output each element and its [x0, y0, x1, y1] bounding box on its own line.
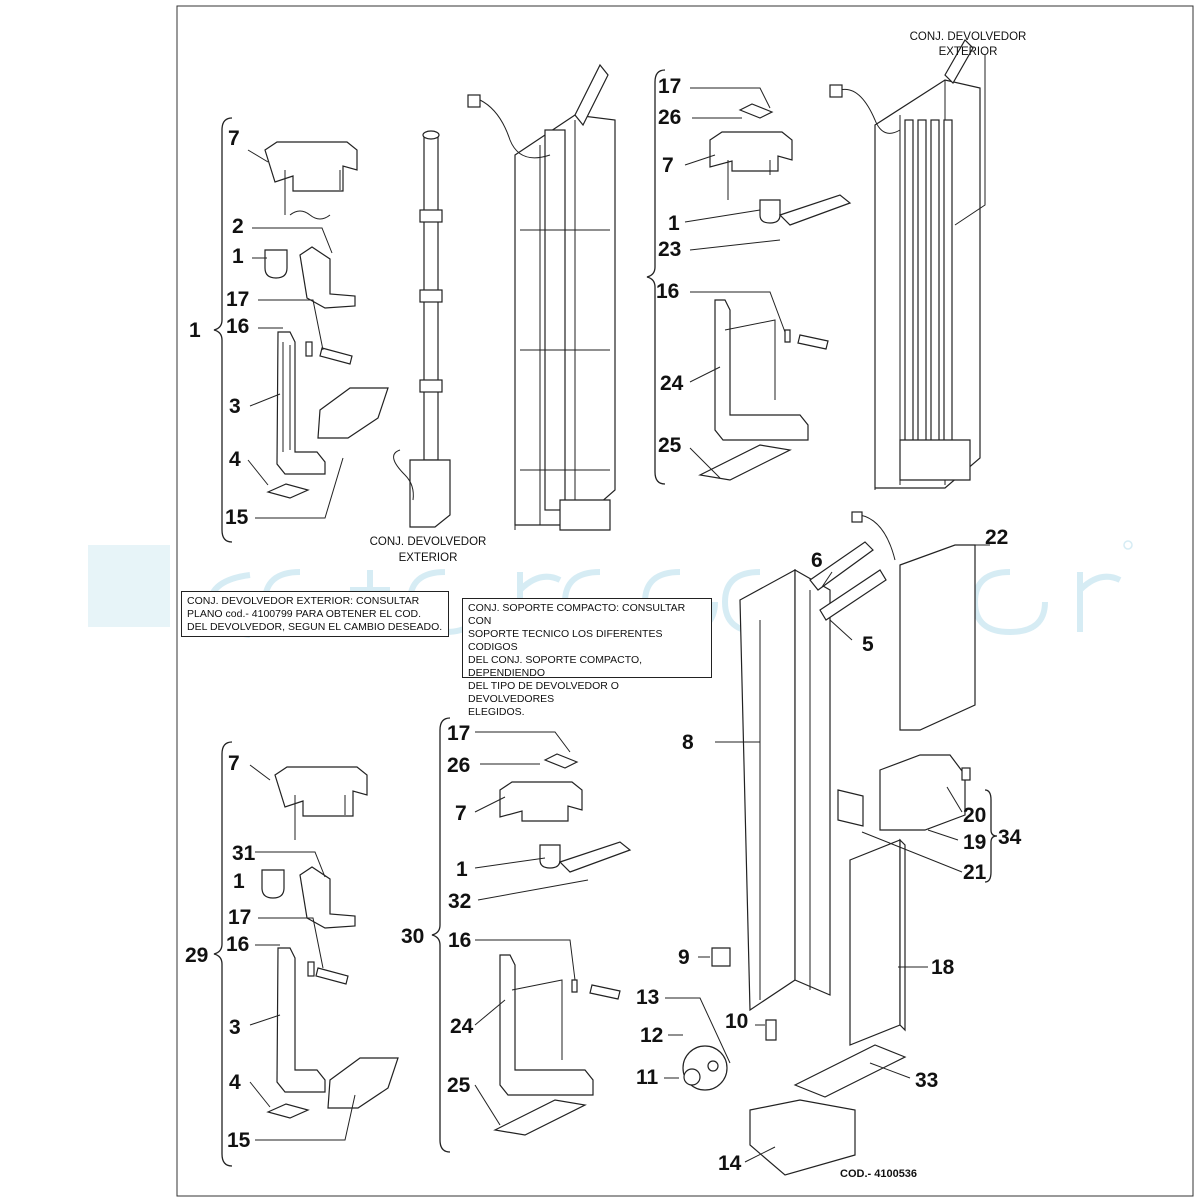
callout: 7 — [228, 752, 240, 775]
center-caption-line1: CONJ. DEVOLVEDOR — [370, 536, 487, 548]
callout: 2 — [232, 215, 244, 238]
callout: 8 — [682, 731, 694, 754]
callout: 16 — [448, 929, 471, 952]
center-coin-tube-assembly — [393, 63, 616, 531]
drawing-code: COD.- 4100536 — [840, 1168, 917, 1180]
callout: 17 — [226, 288, 249, 311]
callout: 24 — [660, 372, 684, 395]
group-4-parts — [431, 717, 632, 1153]
callout: 16 — [226, 315, 249, 338]
callout: 7 — [455, 802, 467, 825]
callout: 25 — [658, 434, 682, 457]
group-5-parts — [682, 511, 976, 1176]
assembly-captions: CONJ. DEVOLVEDOR EXTERIOR CONJ. DEVOLVED… — [370, 31, 1027, 564]
callouts-group-1: 7 2 1 17 16 3 4 15 1 — [189, 127, 249, 529]
callout: 6 — [811, 549, 823, 572]
note-line: DEL TIPO DE DEVOLVEDOR O DEVOLVEDORES — [468, 680, 619, 705]
callout: 26 — [658, 106, 681, 129]
topright-caption-line1: CONJ. DEVOLVEDOR — [910, 31, 1027, 43]
note-line: CONJ. DEVOLVEDOR EXTERIOR: CONSULTAR — [187, 595, 420, 607]
callout: 33 — [915, 1069, 938, 1092]
callout: 16 — [656, 280, 679, 303]
callout: 4 — [229, 1071, 241, 1094]
drawing-frame — [176, 5, 1194, 1197]
callout: 7 — [228, 127, 240, 150]
callout: 1 — [668, 212, 680, 235]
callout: 5 — [862, 633, 874, 656]
callout: 23 — [658, 238, 681, 261]
callouts-group-4: 17 26 7 1 32 16 24 25 30 — [401, 722, 474, 1097]
callouts-group-2: 17 26 7 1 23 16 24 25 — [656, 75, 684, 457]
callout: 15 — [227, 1129, 251, 1152]
callout: 1 — [232, 245, 244, 268]
callout: 12 — [640, 1024, 663, 1047]
topright-caption-line2: EXTERIOR — [939, 46, 998, 58]
note-devolvedor-exterior: CONJ. DEVOLVEDOR EXTERIOR: CONSULTAR PLA… — [181, 591, 449, 637]
callout: 24 — [450, 1015, 474, 1038]
note-line: DEL CONJ. SOPORTE COMPACTO, DEPENDIENDO — [468, 654, 643, 679]
group-3-parts — [213, 741, 399, 1167]
callout: 21 — [963, 861, 987, 884]
callouts-group-3: 7 31 1 17 16 3 4 15 29 — [185, 752, 256, 1152]
callout: 26 — [447, 754, 470, 777]
callout: 32 — [448, 890, 471, 913]
callout: 3 — [229, 395, 241, 418]
note-line: CONJ. SOPORTE COMPACTO: CONSULTAR CON — [468, 602, 686, 627]
callout: 16 — [226, 933, 249, 956]
note-line: PLANO cod.- 4100799 PARA OBTENER EL COD. — [187, 608, 422, 620]
callout: 1 — [233, 870, 245, 893]
callout: 17 — [447, 722, 470, 745]
callout: 15 — [225, 506, 249, 529]
note-line: SOPORTE TECNICO LOS DIFERENTES CODIGOS — [468, 628, 663, 653]
group-callout: 29 — [185, 944, 208, 967]
callout: 4 — [229, 448, 241, 471]
callout: 31 — [232, 842, 256, 865]
callout: 10 — [725, 1010, 748, 1033]
group-callout: 1 — [189, 319, 201, 342]
callout: 7 — [662, 154, 674, 177]
callout: 14 — [718, 1152, 742, 1175]
note-soporte-compacto: CONJ. SOPORTE COMPACTO: CONSULTAR CON SO… — [462, 598, 712, 718]
callout: 18 — [931, 956, 955, 979]
group-1-parts — [213, 117, 389, 543]
callout: 17 — [658, 75, 681, 98]
callout: 13 — [636, 986, 659, 1009]
callout: 34 — [998, 826, 1022, 849]
callout: 17 — [228, 906, 251, 929]
callout: 20 — [963, 804, 986, 827]
group-2-parts — [646, 69, 852, 485]
note-line: ELEGIDOS. — [468, 706, 525, 718]
callout: 9 — [678, 946, 690, 969]
callout: 19 — [963, 831, 986, 854]
callout: 22 — [985, 526, 1008, 549]
callout: 1 — [456, 858, 468, 881]
leader-lines — [247, 87, 998, 1163]
callout: 11 — [636, 1066, 659, 1089]
callout: 3 — [229, 1016, 241, 1039]
group-callout: 30 — [401, 925, 424, 948]
topright-multi-tube-assembly — [829, 39, 986, 490]
note-line: DEL DEVOLVEDOR, SEGUN EL CAMBIO DESEADO. — [187, 621, 443, 633]
callouts-group-5: 22 6 5 8 20 19 34 21 18 9 13 12 11 10 33… — [636, 526, 1022, 1175]
callout: 25 — [447, 1074, 471, 1097]
center-caption-line2: EXTERIOR — [399, 552, 458, 564]
